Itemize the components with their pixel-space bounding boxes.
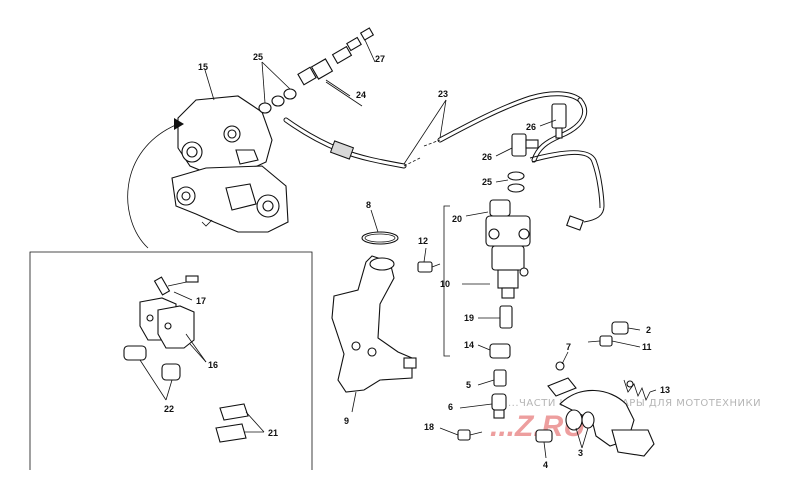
bracket-10 [443, 205, 450, 357]
label-25-lower: 25 [482, 177, 492, 187]
label-13: 13 [660, 385, 670, 395]
label-22: 22 [164, 404, 174, 414]
label-7: 7 [566, 342, 571, 352]
pad-pin-17 [167, 275, 199, 287]
label-6: 6 [448, 402, 453, 412]
label-21: 21 [268, 428, 278, 438]
brake-switch-wire [529, 150, 605, 231]
brake-pads [139, 276, 195, 349]
brake-caliper [177, 95, 273, 177]
washers-lower [507, 171, 525, 193]
return-spring [623, 379, 651, 402]
label-25-upper: 25 [253, 52, 263, 62]
pad-plugs-22 [123, 345, 181, 381]
callout-labels: 15 25 27 24 23 26 26 25 20 8 12 10 19 14… [164, 52, 670, 470]
label-15: 15 [198, 62, 208, 72]
banjo-fitting [511, 103, 567, 157]
label-14: 14 [464, 340, 474, 350]
label-8: 8 [366, 200, 371, 210]
label-10: 10 [440, 279, 450, 289]
label-18: 18 [424, 422, 434, 432]
push-rod-parts [489, 305, 513, 419]
label-19: 19 [464, 313, 474, 323]
label-26-lower: 26 [482, 152, 492, 162]
leader-lines [139, 39, 657, 459]
label-26-upper: 26 [526, 122, 536, 132]
label-23: 23 [438, 89, 448, 99]
label-27: 27 [375, 54, 385, 64]
bolt-12 [417, 261, 441, 273]
label-20: 20 [452, 214, 462, 224]
label-4: 4 [543, 460, 548, 470]
label-11: 11 [642, 342, 652, 352]
label-24: 24 [356, 90, 366, 100]
watermark-text: ...ЧАСТИ И АКСЕССУАРЫ ДЛЯ МОТОТЕХНИКИ [508, 398, 761, 409]
label-17: 17 [196, 296, 206, 306]
caliper-bracket [171, 165, 289, 233]
brake-pedal [547, 361, 655, 457]
label-3: 3 [578, 448, 583, 458]
master-cylinder [485, 199, 531, 299]
label-9: 9 [344, 416, 349, 426]
pad-springs-21 [215, 403, 249, 443]
label-2: 2 [646, 325, 651, 335]
arrow-head [174, 118, 184, 130]
caliper-arrow [127, 123, 179, 249]
label-5: 5 [466, 380, 471, 390]
heel-guard [331, 255, 417, 393]
label-12: 12 [418, 236, 428, 246]
hose-fittings [297, 27, 375, 107]
pads-inset-frame [29, 251, 313, 470]
retaining-clip [361, 231, 399, 245]
label-16: 16 [208, 360, 218, 370]
stop-bolt [587, 321, 629, 347]
